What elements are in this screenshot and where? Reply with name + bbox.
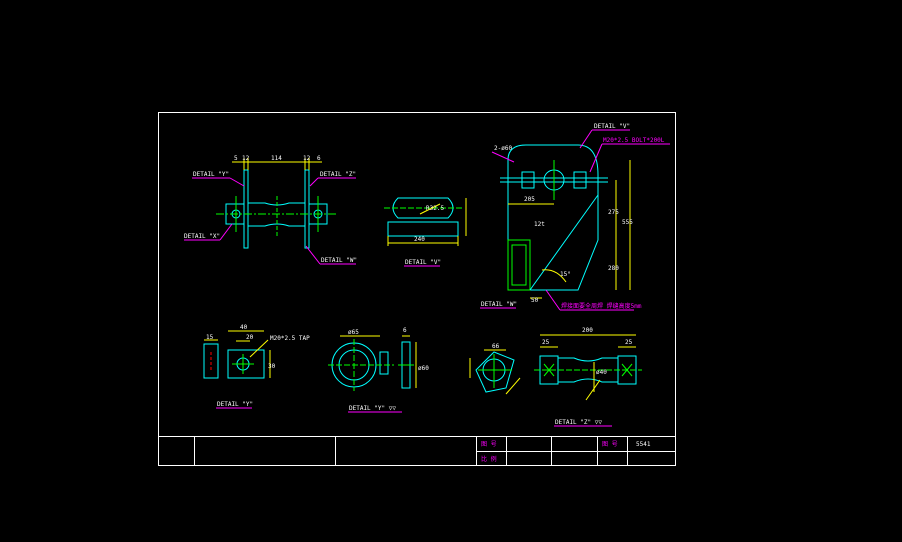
- label-detail-w-bottom: DETAIL "W": [481, 301, 517, 308]
- diamond-view: [469, 349, 521, 395]
- dim-r32-5: R32.5: [426, 205, 444, 212]
- drawing-number: 5541: [636, 441, 651, 448]
- label-detail-y-bottom: DETAIL "Y": [217, 401, 253, 408]
- dim-555: 555: [622, 219, 633, 226]
- dim-5: 5: [234, 155, 238, 162]
- dim-50: 50: [531, 297, 539, 304]
- dim-20: 20: [246, 334, 254, 341]
- label-detail-w-top: DETAIL "W": [321, 257, 357, 264]
- detail-y-section-view: [328, 335, 417, 413]
- title-label-b: 比 例: [481, 455, 497, 463]
- label-detail-v: DETAIL "V": [405, 259, 441, 266]
- label-detail-x-top: DETAIL "X": [184, 233, 220, 240]
- dim-66: 66: [492, 343, 500, 350]
- dim-200: 200: [582, 327, 593, 334]
- detail-v-view: [384, 197, 467, 267]
- dim-205: 205: [524, 196, 535, 203]
- label-detail-v2: DETAIL "V": [594, 123, 630, 130]
- sheet-border: [158, 112, 676, 466]
- bolt-note: M20*2.5 BOLT*200L: [603, 137, 665, 144]
- weight-note: 12t: [534, 221, 545, 228]
- title-block: [158, 436, 675, 465]
- detail-w-view: [480, 129, 670, 311]
- dim-40: 40: [240, 324, 248, 331]
- dim-114: 114: [271, 155, 282, 162]
- dim-280: 280: [608, 265, 619, 272]
- dim-15deg: 15°: [560, 271, 571, 278]
- dim-6b: 6: [403, 327, 407, 334]
- dim-phi65: ø65: [348, 329, 359, 336]
- dim-275: 275: [608, 209, 619, 216]
- label-detail-z-top: DETAIL "Z": [320, 171, 356, 178]
- dim-25-right: 25: [625, 339, 633, 346]
- dim-6: 6: [317, 155, 321, 162]
- title-label-a: 图 号: [481, 441, 497, 448]
- chinese-note: 焊接面要全周焊 焊缝高度5mm: [561, 302, 642, 310]
- assembly-view: [184, 158, 356, 265]
- detail-y-view: [203, 330, 271, 409]
- dim-12-left: 12: [242, 155, 250, 162]
- dim-12-right: 12: [303, 155, 311, 162]
- dim-phi40: ø40: [596, 369, 607, 376]
- title-label-c: 图 号: [602, 441, 618, 448]
- label-detail-y-section: DETAIL "Y" ▽▽: [349, 405, 396, 412]
- label-detail-y-top: DETAIL "Y": [193, 171, 229, 178]
- dim-30: 30: [268, 363, 276, 370]
- hole-note: 2-ø60: [494, 145, 512, 152]
- dim-25-left: 25: [542, 339, 550, 346]
- dim-15: 15: [206, 334, 214, 341]
- label-detail-z-section: DETAIL "Z" ▽▽: [555, 419, 602, 426]
- dim-phi60: ø60: [418, 365, 429, 372]
- tap-note: M20*2.5 TAP: [270, 335, 310, 342]
- detail-z-section-view: [534, 334, 642, 427]
- dim-240: 240: [414, 236, 425, 243]
